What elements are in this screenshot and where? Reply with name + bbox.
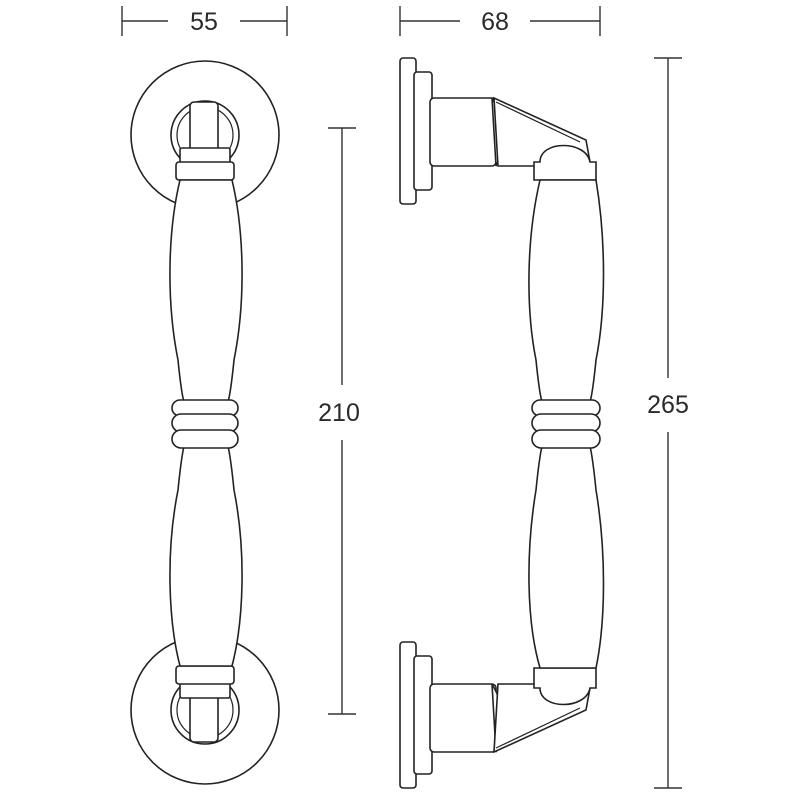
- dimension-55: 55: [121, 6, 288, 36]
- front-bottom-rose: [130, 635, 280, 785]
- dimension-265: 265: [647, 57, 689, 789]
- front-view: [130, 60, 280, 785]
- dimension-label-210: 210: [318, 399, 360, 427]
- dimension-210: 210: [318, 127, 360, 715]
- front-grip-lower: [169, 445, 243, 667]
- front-center-rings: [171, 399, 239, 449]
- dimension-label-55: 55: [190, 8, 218, 36]
- side-view: [399, 57, 605, 789]
- front-grip-upper: [169, 179, 243, 403]
- dimension-68: 68: [399, 6, 601, 36]
- dimension-label-68: 68: [481, 8, 509, 36]
- dimension-label-265: 265: [647, 391, 689, 419]
- front-top-rose: [130, 60, 280, 210]
